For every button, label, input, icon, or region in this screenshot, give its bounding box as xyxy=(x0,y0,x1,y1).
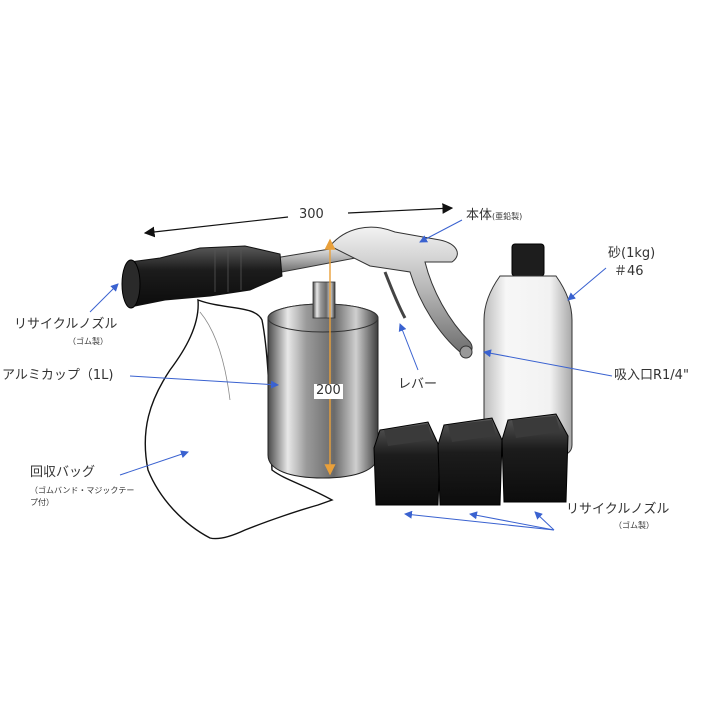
arrow-nozzle-right-3 xyxy=(534,511,555,531)
loose-nozzles xyxy=(373,413,569,506)
width-dimension xyxy=(143,203,454,238)
recycle-nozzle-attached xyxy=(121,245,283,309)
label-nozzle-left-main: リサイクルノズル xyxy=(14,317,118,332)
arrow-nozzle-left xyxy=(89,283,119,313)
loose-nozzle-3 xyxy=(501,413,569,503)
label-sand-line2: ＃46 xyxy=(614,264,644,279)
label-bag-main: 回収バッグ xyxy=(30,465,96,480)
label-body-sub: (亜鉛製) xyxy=(492,212,523,221)
label-sand-line1: 砂(1kg) xyxy=(608,246,656,261)
pointer-arrows xyxy=(89,219,613,531)
width-dimension-label: 300 xyxy=(297,207,326,223)
label-nozzle-left-sub: （ゴム製） xyxy=(68,337,108,346)
label-bag-sub1: （ゴムバンド・マジックテー xyxy=(30,486,135,495)
sand-bottle xyxy=(483,243,573,457)
label-nozzle-right-main: リサイクルノズル xyxy=(566,502,670,517)
arrow-sand xyxy=(567,267,607,301)
label-lever: レバー xyxy=(398,377,438,392)
arrow-lever xyxy=(398,323,419,371)
label-body: 本体(亜鉛製) xyxy=(466,205,522,224)
arrow-cup xyxy=(129,375,279,389)
arrow-nozzle-right-1 xyxy=(404,510,555,531)
arrow-intake xyxy=(483,349,613,377)
loose-nozzle-1 xyxy=(373,421,441,506)
label-bag-sub2: プ付） xyxy=(30,498,54,507)
label-cup: アルミカップ（1L) xyxy=(2,368,114,383)
label-nozzle-right-sub: （ゴム製） xyxy=(614,521,654,530)
arrow-bag xyxy=(119,450,189,476)
aluminum-cup xyxy=(267,281,379,479)
recovery-bag xyxy=(144,298,334,540)
label-body-main: 本体 xyxy=(466,208,493,223)
arrow-nozzle-right-2 xyxy=(469,511,555,531)
loose-nozzle-2 xyxy=(437,417,503,506)
label-intake: 吸入口R1/4" xyxy=(614,368,689,383)
arrow-body xyxy=(419,219,463,243)
height-dimension-label: 200 xyxy=(314,383,343,399)
